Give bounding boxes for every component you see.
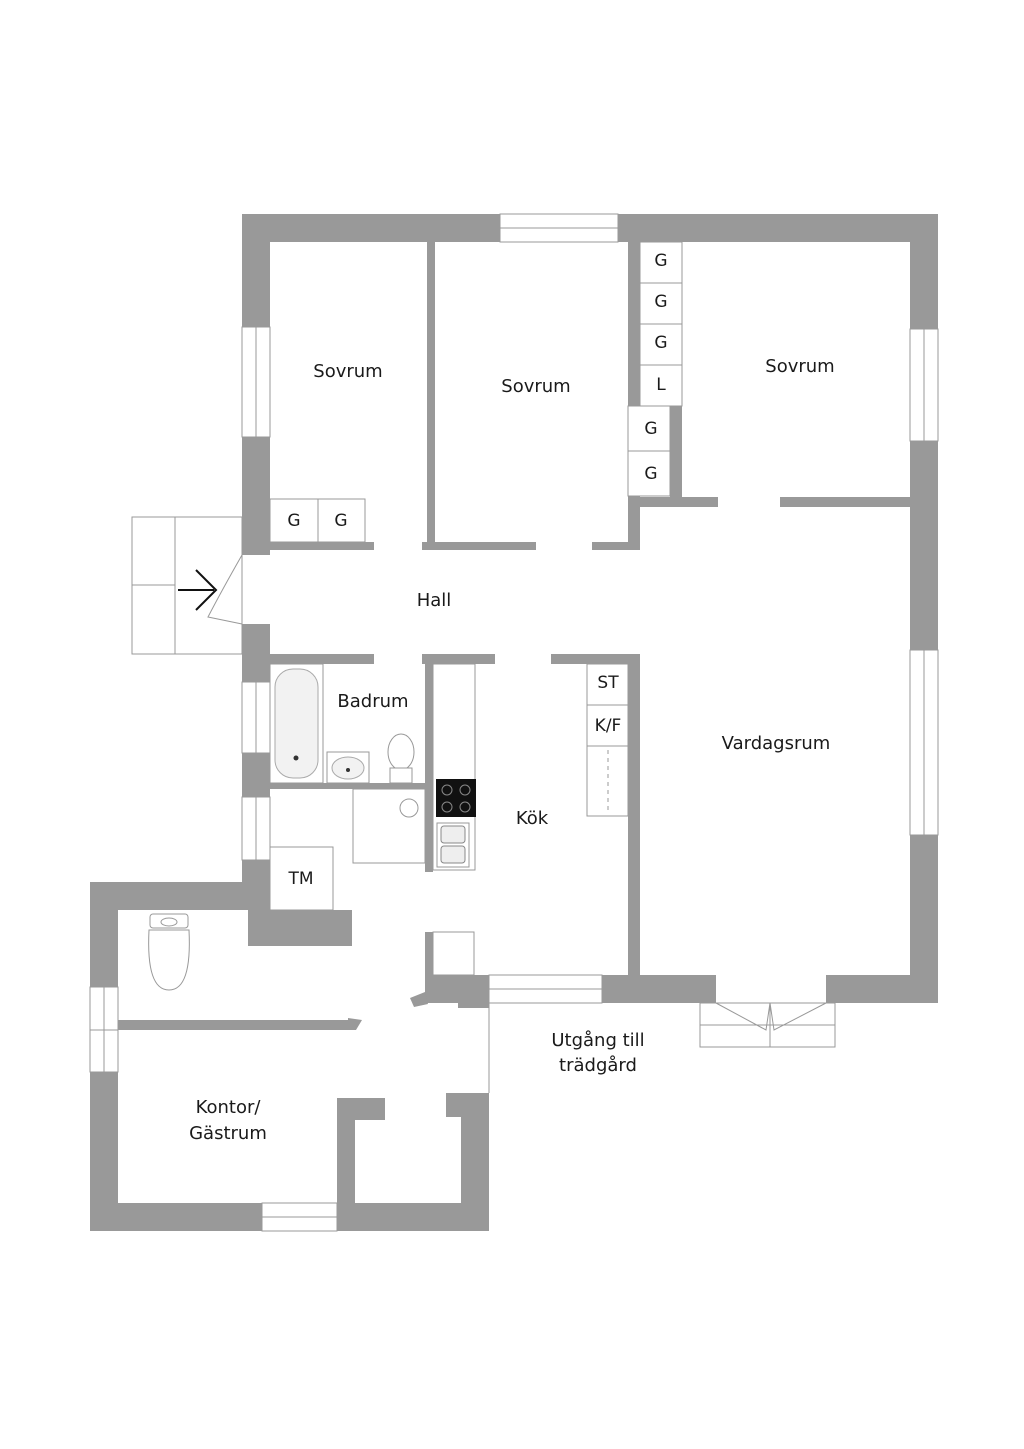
wardrobe-label-g2: G bbox=[654, 292, 667, 312]
label-utgang-line1: Utgång till bbox=[551, 1030, 644, 1051]
toilet-icon bbox=[387, 733, 415, 784]
room-label-sovrum-3: Sovrum bbox=[765, 356, 834, 377]
bathroom-fixtures bbox=[269, 663, 426, 911]
patio-door bbox=[699, 1002, 836, 1048]
room-label-badrum: Badrum bbox=[337, 691, 408, 712]
windows bbox=[89, 213, 939, 1232]
wardrobes bbox=[269, 241, 683, 543]
entrance bbox=[131, 516, 243, 655]
wardrobe-label-g7: G bbox=[334, 511, 347, 531]
wardrobe-label-g4: G bbox=[644, 419, 657, 439]
cabinet-label-kf: K/F bbox=[595, 716, 622, 736]
wardrobe-label-g6: G bbox=[287, 511, 300, 531]
label-utgang-line2: trädgård bbox=[559, 1055, 637, 1076]
entrance-arrow-icon bbox=[178, 569, 218, 611]
sink-icon bbox=[326, 751, 370, 784]
bathtub-icon bbox=[269, 663, 324, 784]
cabinet-label-tm: TM bbox=[287, 869, 313, 889]
double-sink-icon bbox=[436, 822, 470, 868]
room-label-sovrum-1: Sovrum bbox=[313, 361, 382, 382]
wardrobe-label-g5: G bbox=[644, 464, 657, 484]
wardrobe-label-g1: G bbox=[654, 251, 667, 271]
kitchen-fixtures bbox=[432, 663, 629, 976]
room-label-vardagsrum: Vardagsrum bbox=[722, 733, 831, 754]
stove-icon bbox=[436, 779, 476, 817]
room-label-kontor-line2: Gästrum bbox=[189, 1123, 267, 1144]
room-label-sovrum-2: Sovrum bbox=[501, 376, 570, 397]
wc-toilet-icon bbox=[148, 913, 190, 991]
cabinet-label-st: ST bbox=[597, 673, 619, 693]
room-label-kontor-line1: Kontor/ bbox=[196, 1097, 262, 1118]
room-label-kok: Kök bbox=[516, 808, 549, 829]
room-label-hall: Hall bbox=[417, 590, 452, 611]
wardrobe-label-l: L bbox=[656, 375, 666, 395]
wardrobe-label-g3: G bbox=[654, 333, 667, 353]
